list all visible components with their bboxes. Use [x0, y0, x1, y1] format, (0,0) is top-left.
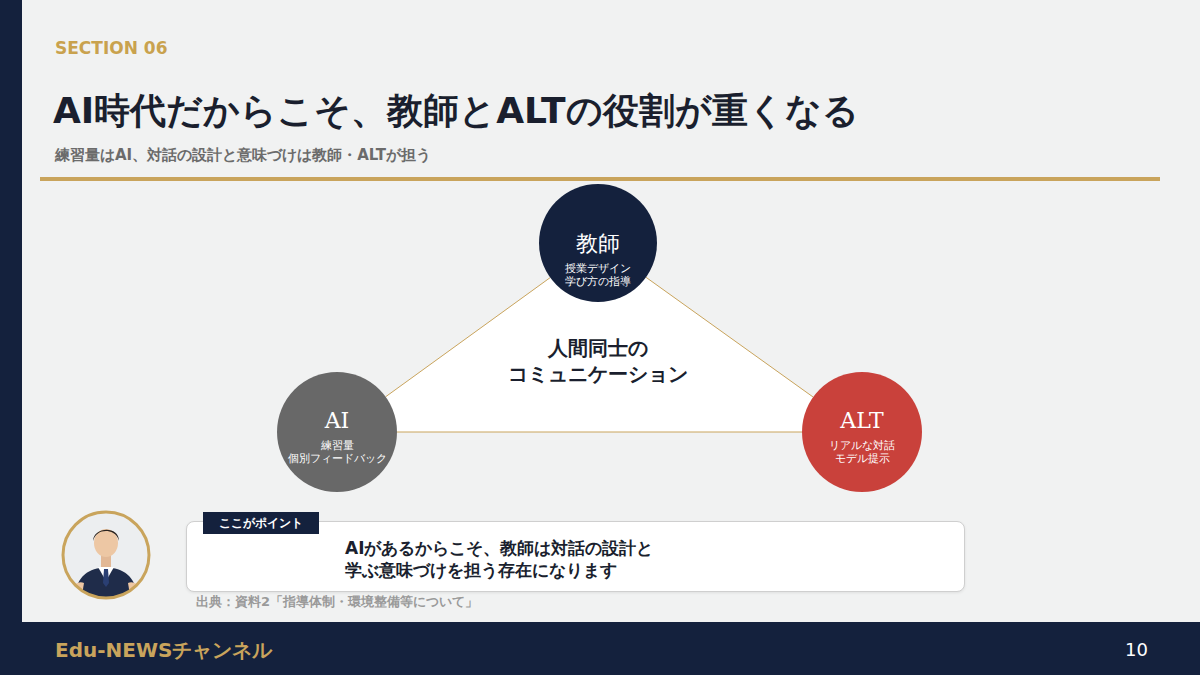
connector-line [397, 432, 802, 433]
slide-title: AI時代だからこそ、教師とALTの役割が重くなる [53, 88, 859, 134]
tag-text: ここがポイント [203, 512, 319, 534]
page-number: 10 [1100, 639, 1148, 661]
node-heading: AI [325, 408, 350, 434]
node-body: 授業デザイン 学び方の指導 [542, 262, 654, 288]
side-bar [0, 0, 22, 675]
callout-text: AIがあるからこそ、教師は対話の設計と 学ぶ意味づけを担う存在になります [345, 537, 765, 581]
point-callout: AIがあるからこそ、教師は対話の設計と 学ぶ意味づけを担う存在になりますここがポ… [186, 521, 965, 592]
rule-line [40, 177, 1160, 181]
node-body: リアルな対話 モデル提示 [806, 439, 918, 465]
presenter-avatar [60, 509, 152, 601]
section-number: SECTION 06 [55, 38, 168, 58]
source-note: 出典：資料2「指導体制・環境整備等について」 [196, 593, 478, 610]
teacher-circle: 教師授業デザイン 学び方の指導 [539, 184, 657, 302]
alt-circle: ALT リアルな対話 モデル提示 [802, 372, 922, 492]
node-heading: ALT [840, 408, 883, 434]
node-heading: 教師 [576, 231, 620, 257]
ai-circle: AI 練習量 個別フィードバック [277, 372, 397, 492]
node-body: 練習量 個別フィードバック [281, 439, 393, 465]
point-tag: ここがポイント [203, 512, 319, 534]
channel-name: Edu-NEWSチャンネル [55, 638, 272, 662]
triangle-fill [337, 243, 862, 432]
center-label: 人間同士の コミュニケーション [488, 335, 708, 387]
subtitle: 練習量はAI、対話の設計と意味づけは教師・ALTが担う [55, 145, 431, 165]
